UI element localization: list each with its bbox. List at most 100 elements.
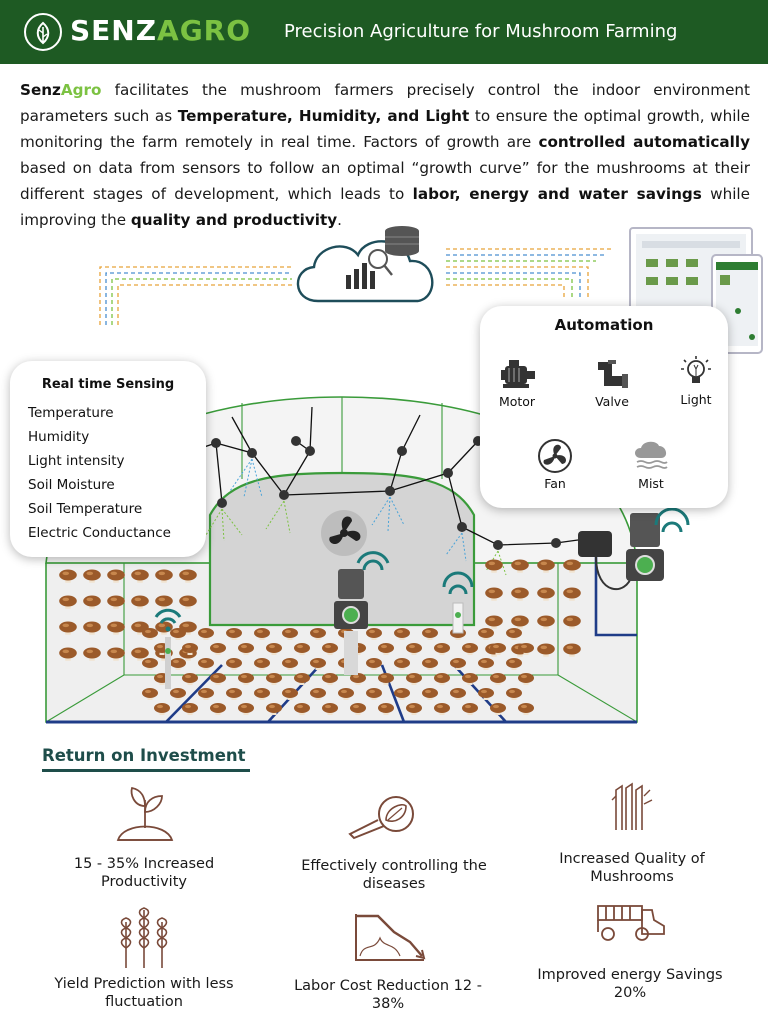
brand-senz: SENZ (70, 14, 158, 47)
automation-card: Automation Motor Valve (480, 306, 728, 508)
sensing-item-electric-conductance: Electric Conductance (28, 525, 171, 541)
mushroom (406, 703, 422, 715)
mushroom (254, 688, 270, 700)
mushroom (266, 703, 282, 715)
mushroom (422, 628, 438, 640)
cloud-analytics-icon (296, 226, 434, 303)
mushroom (238, 643, 254, 655)
fan-icon (538, 439, 572, 473)
mushroom (83, 595, 101, 609)
mushroom (394, 688, 410, 700)
mushroom (394, 658, 410, 670)
mushroom (107, 621, 125, 635)
mushroom (59, 569, 77, 583)
intro-text-3: based on data from sensors to follow an … (20, 159, 750, 203)
mushroom (254, 628, 270, 640)
intro-bold-4: quality and productivity (130, 211, 338, 229)
sensing-list: Temperature Humidity Light intensity Soi… (28, 401, 171, 545)
mushroom (179, 569, 197, 583)
mushroom (322, 703, 338, 715)
mushroom (322, 643, 338, 655)
mushroom (506, 628, 522, 640)
mushroom (537, 587, 555, 601)
intro-text-1: facilitates the mushroom farmers precise… (20, 81, 750, 125)
mushroom (182, 643, 198, 655)
mushroom (154, 703, 170, 715)
sensor-node-center (334, 551, 390, 675)
brand-logo-text: SENZAGRO (70, 14, 251, 48)
sensor-node-right (442, 571, 474, 634)
mushroom (506, 688, 522, 700)
mushroom (462, 643, 478, 655)
farm-diagram: Real time Sensing Temperature Humidity L… (0, 225, 768, 735)
sensing-item-soil-moisture: Soil Moisture (28, 477, 115, 493)
mushroom (266, 673, 282, 685)
mushroom (107, 647, 125, 661)
mushroom (266, 643, 282, 655)
mushroom (434, 643, 450, 655)
mushroom (506, 658, 522, 670)
magnifier-leaf-icon (348, 796, 414, 840)
mushroom (310, 628, 326, 640)
mushroom (485, 587, 503, 601)
automation-label-valve: Valve (595, 394, 629, 409)
mushroom (226, 628, 242, 640)
mushroom (462, 703, 478, 715)
mushroom (210, 643, 226, 655)
mushroom (238, 703, 254, 715)
mushroom (563, 643, 581, 657)
page-tagline: Precision Agriculture for Mushroom Farmi… (284, 21, 678, 42)
mushroom (282, 628, 298, 640)
mushroom (537, 615, 555, 629)
mushroom (198, 658, 214, 670)
mushroom (422, 658, 438, 670)
mushroom (511, 615, 529, 629)
gateway-controller (578, 507, 690, 591)
mist-icon (635, 441, 668, 469)
mushroom (59, 647, 77, 661)
mushroom (142, 628, 158, 640)
mushroom (537, 559, 555, 573)
mushroom (107, 569, 125, 583)
mushroom (406, 643, 422, 655)
mushroom (170, 688, 186, 700)
harvester-icon (597, 905, 665, 941)
mushroom (434, 673, 450, 685)
quality-stalks-icon (611, 782, 653, 830)
mushroom (518, 643, 534, 655)
mushroom (310, 658, 326, 670)
mushroom (198, 628, 214, 640)
mushroom (478, 628, 494, 640)
roi-item-energy: Improved energy Savings 20% (537, 967, 723, 1001)
mushroom (422, 688, 438, 700)
mushroom (350, 673, 366, 685)
mushroom (294, 643, 310, 655)
mushroom (131, 647, 149, 661)
roi-item-labor-cost: Labor Cost Reduction 12 - 38% (294, 978, 482, 1012)
intro-paragraph: SenzAgro facilitates the mushroom farmer… (20, 77, 750, 233)
valve-icon (598, 360, 628, 388)
mushroom (59, 621, 77, 635)
mushroom (155, 595, 173, 609)
mushroom (226, 688, 242, 700)
header-banner: SENZAGRO Precision Agriculture for Mushr… (0, 0, 768, 64)
roi-item-productivity: 15 - 35% Increased Productivity (73, 856, 215, 890)
sensing-item-humidity: Humidity (28, 429, 90, 445)
mushroom (226, 658, 242, 670)
mushroom (511, 587, 529, 601)
mushroom (142, 658, 158, 670)
automation-label-fan: Fan (544, 476, 566, 491)
mushroom (378, 673, 394, 685)
mushroom (478, 688, 494, 700)
intro-bold-3: labor, energy and water savings (412, 185, 702, 203)
automation-item-mist: Mist (616, 438, 686, 491)
mushroom (182, 703, 198, 715)
intro-bold-1: Temperature, Humidity, and Light (177, 107, 470, 125)
mushroom (155, 569, 173, 583)
automation-item-light: Light (661, 354, 731, 407)
mushroom (485, 615, 503, 629)
intro-text-5: . (337, 211, 342, 229)
mushroom (490, 643, 506, 655)
mushroom (83, 569, 101, 583)
mushroom (518, 673, 534, 685)
